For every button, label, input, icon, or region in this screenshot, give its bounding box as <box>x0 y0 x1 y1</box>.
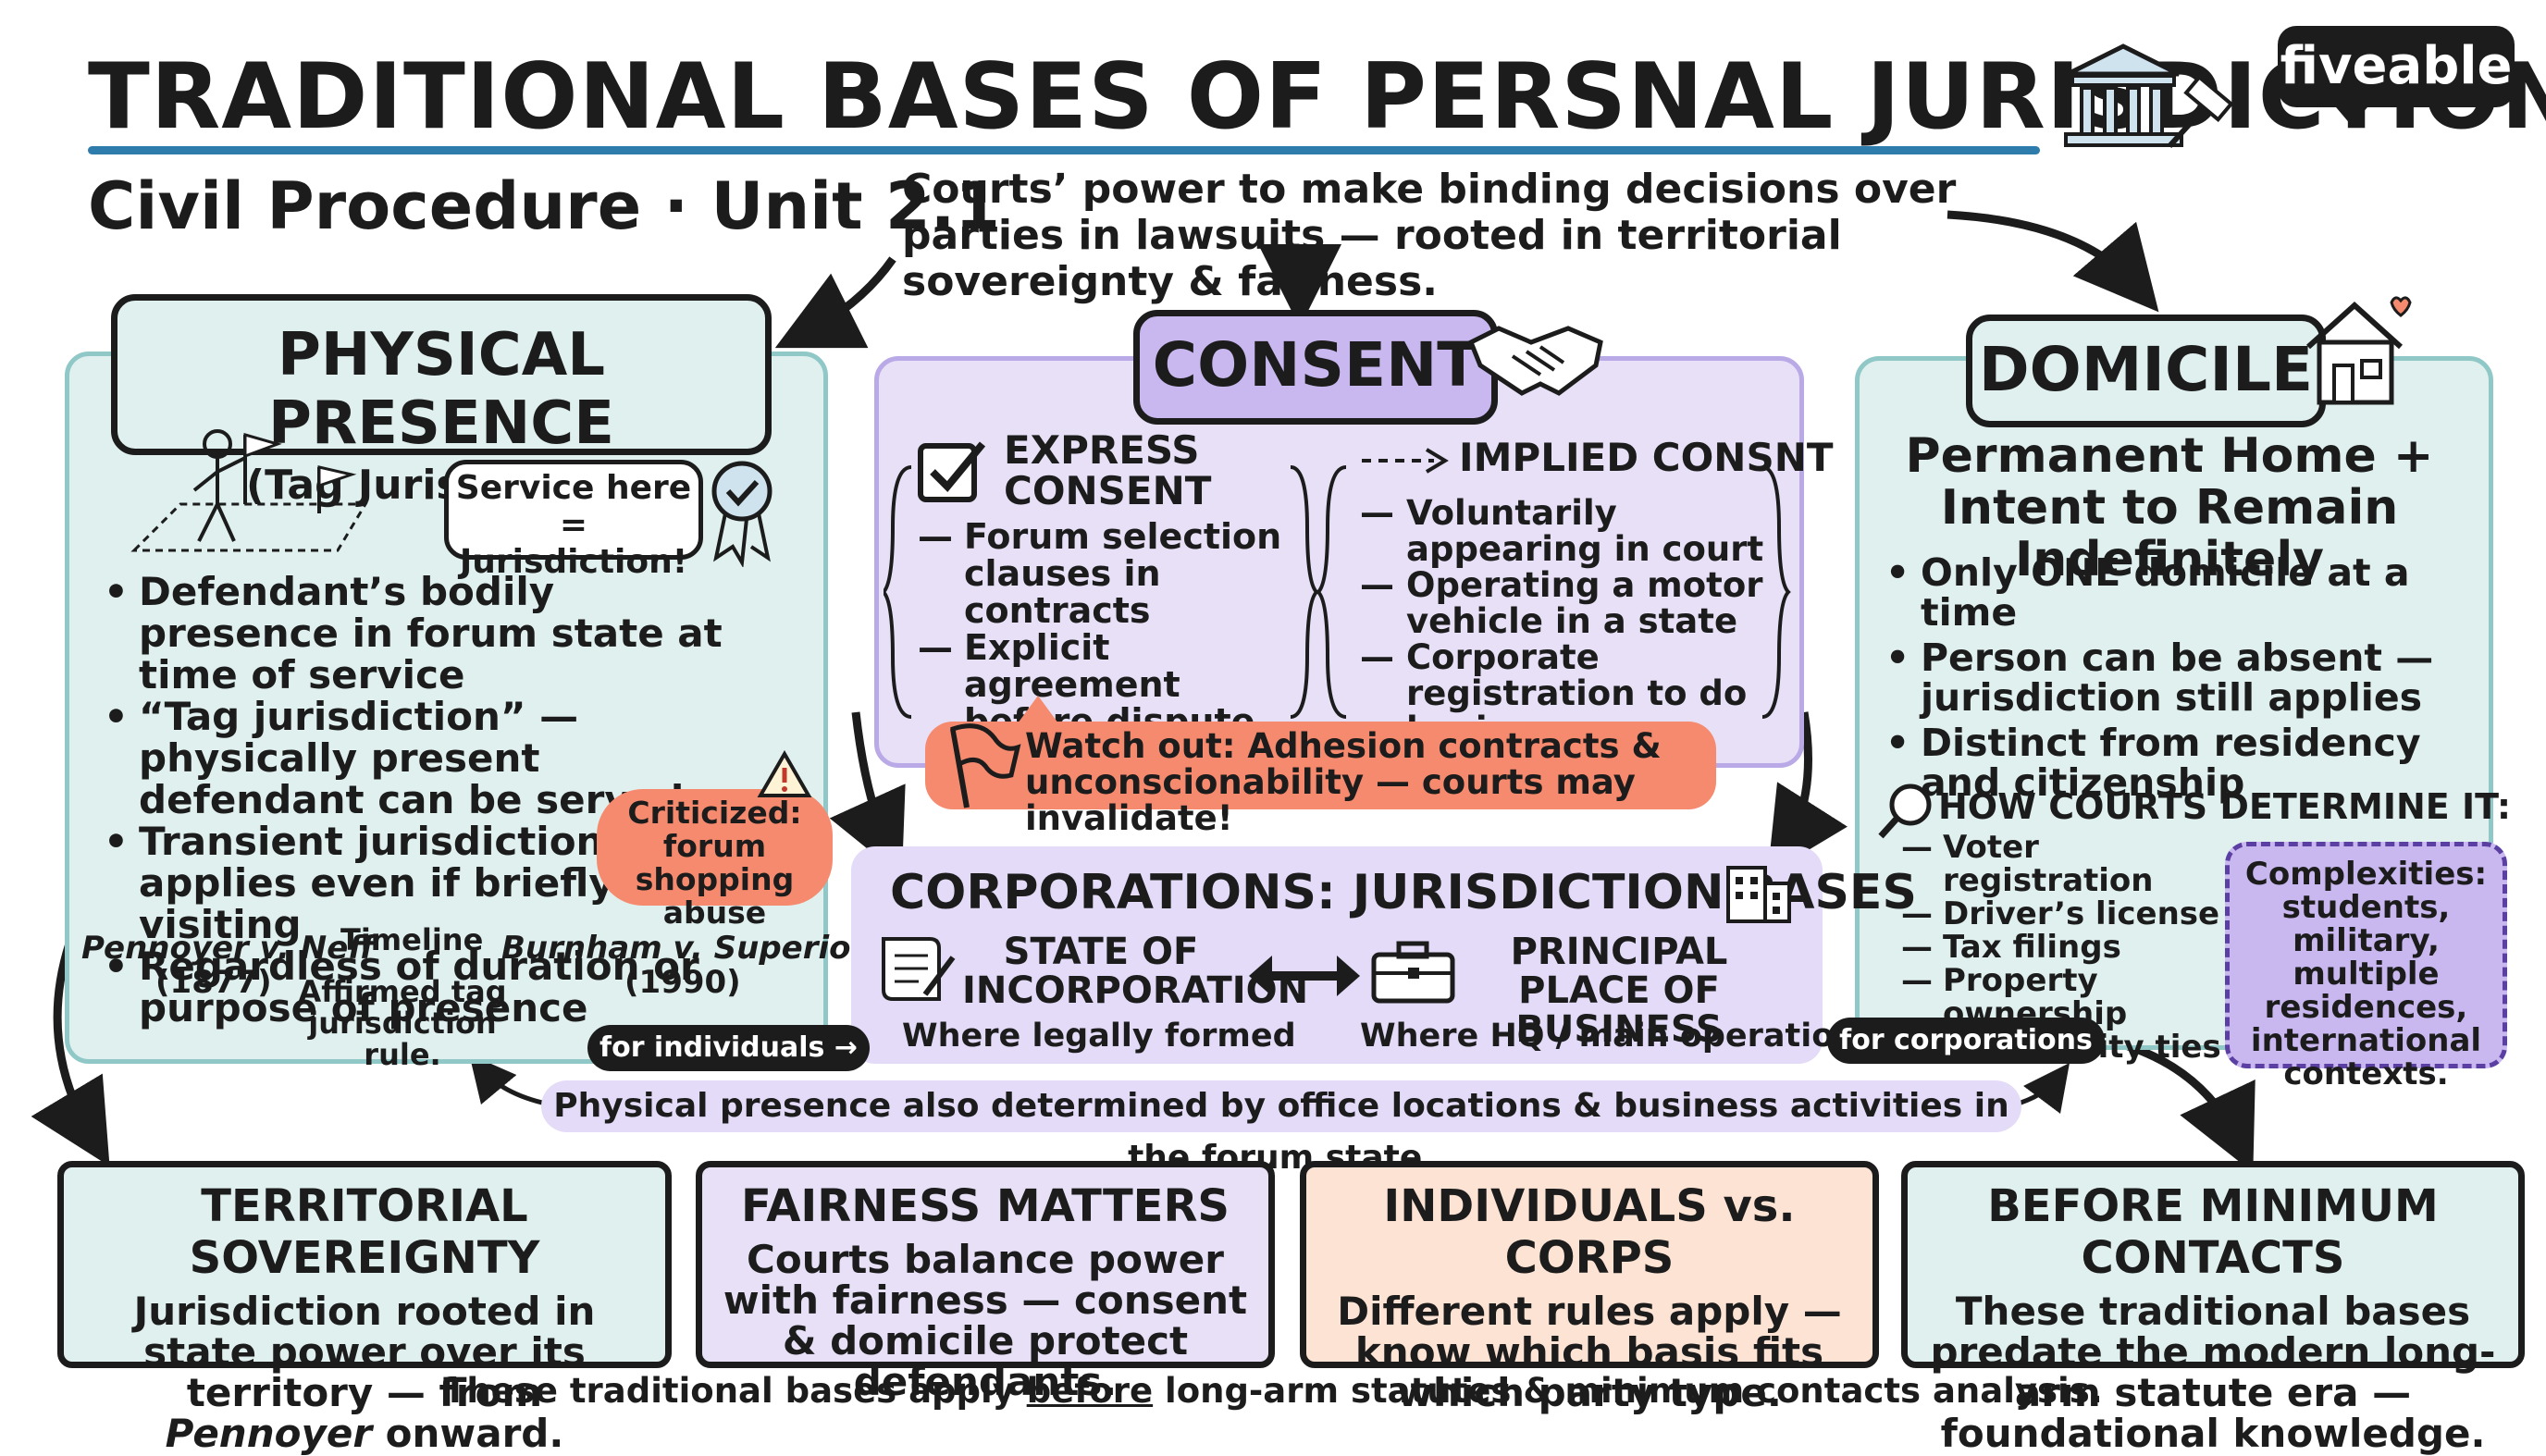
domicile-bullet: Only ONE domicile at a time <box>1885 553 2459 633</box>
implied-consent-list: Voluntarily appearing in court Operating… <box>1360 495 1776 747</box>
warning-banner <box>925 722 1716 809</box>
implied-item: Voluntarily appearing in court <box>1360 495 1776 567</box>
handshake-icon <box>1467 326 1603 396</box>
arrow-consent-to-corps <box>1767 711 1848 875</box>
footer-post: long-arm statutes & minimum contacts ana… <box>1153 1371 2103 1411</box>
express-consent-title: EXPRESS CONSENT <box>1004 427 1212 513</box>
corporations-panel <box>851 846 1823 1064</box>
checkbox-icon <box>918 441 986 502</box>
domicile-title: DOMICILE <box>1978 334 2314 405</box>
physical-bullet: Regardless of duration or purpose of pre… <box>104 945 733 1029</box>
building-icon <box>1726 866 1791 923</box>
case-burnham-year: (1990) <box>624 964 741 1001</box>
logo-tail <box>2331 102 2372 126</box>
implied-consent-title: IMPLIED CONSNT <box>1459 435 1834 480</box>
arrow-intro-to-domicile <box>1947 210 2159 313</box>
domicile-bullet: Distinct from residency and citizenship <box>1885 723 2459 803</box>
physical-bullet: “Tag jurisdiction” — physically present … <box>104 696 733 821</box>
case-pennoyer-year: (1877) <box>155 964 272 1001</box>
territorial-title: TERRITORIAL SOVEREIGNTY <box>189 1180 540 1284</box>
complexities-note: Complexities: students, military, multip… <box>2225 842 2507 1091</box>
double-arrow-icon <box>1249 956 1360 996</box>
footer-pre: These traditional bases apply <box>443 1371 1027 1411</box>
how-item: Voter registration <box>1901 831 2234 897</box>
arrow-intro-to-physical <box>774 256 896 349</box>
express-item: Forum selection clauses in contracts <box>918 518 1306 629</box>
individuals-text: Different rules apply — know which basis… <box>1337 1289 1842 1415</box>
arrow-physical-to-corps <box>829 711 906 877</box>
warning-text: Watch out: Adhesion contracts & unconsci… <box>1025 726 1662 838</box>
service-badge: Service here = Jurisdiction! <box>444 460 703 581</box>
state-of-incorporation-title: STATE OF INCORPORATION <box>962 931 1309 1012</box>
consent-title: CONSENT <box>1152 329 1479 401</box>
award-seal-icon <box>711 461 772 567</box>
individuals-vs-corps-box: INDIVIDUALS vs. CORPS Different rules ap… <box>1300 1161 1879 1413</box>
briefcase-icon <box>1371 941 1455 1004</box>
warning-icon <box>757 750 812 797</box>
territorial-text-em: Pennoyer <box>165 1411 373 1456</box>
how-courts-list: Voter registration Driver’s license Tax … <box>1901 831 2234 1064</box>
title-underline <box>88 146 2040 154</box>
footer-underlined: before <box>1026 1371 1154 1411</box>
physical-presence-title: PHYSICAL PRESENCE <box>268 321 614 458</box>
fairness-matters-box: FAIRNESS MATTERS Courts balance power wi… <box>696 1161 1275 1402</box>
timeline-note: Affirmed tag jurisdiction rule. <box>298 974 507 1072</box>
domicile-bullets: Only ONE domicile at a time Person can b… <box>1885 553 2459 803</box>
for-individuals-label: for individuals → <box>587 1025 870 1071</box>
case-pennoyer: Pennoyer v. Neff <box>81 930 375 967</box>
territorial-text-b: onward. <box>372 1411 564 1456</box>
footer-note: These traditional bases apply before lon… <box>0 1371 2546 1411</box>
physical-bullet: Transient jurisdiction: applies even if … <box>104 821 733 945</box>
arrow-physical-to-territorial <box>31 942 110 1166</box>
stick-figure-flag-icon <box>130 429 368 552</box>
magnifier-icon <box>1878 784 1932 839</box>
territorial-text: Jurisdiction rooted in state power over … <box>82 1291 647 1454</box>
consent-header: CONSENT <box>1133 310 1498 425</box>
warning-pointer <box>1018 696 1058 723</box>
intro-text: Courts’ power to make binding decisions … <box>902 166 1957 305</box>
territorial-sovereignty-box: TERRITORIAL SOVEREIGNTY Jurisdiction roo… <box>57 1161 672 1454</box>
minimum-title: BEFORE MINIMUM CONTACTS <box>1987 1180 2439 1284</box>
principal-place-title: PRINCIPAL PLACE OF BUSINESS <box>1510 931 1728 1051</box>
timeline-label: Timeline <box>340 922 484 957</box>
page-subtitle: Civil Procedure · Unit 2.1 <box>88 168 1001 244</box>
how-item: Driver’s license <box>1901 897 2234 931</box>
territorial-text-a: Jurisdiction rooted in state power over … <box>133 1289 596 1415</box>
dashed-arrow-icon <box>1362 448 1449 474</box>
before-minimum-contacts-box: BEFORE MINIMUM CONTACTS These traditiona… <box>1901 1161 2525 1454</box>
how-item: Tax filings <box>1901 931 2234 964</box>
fairness-text: Courts balance power with fairness — con… <box>723 1237 1248 1404</box>
criticized-note: Criticized: forum shopping abuse <box>597 789 833 930</box>
physical-presence-header: PHYSICAL PRESENCE (Tag Jurisdiction) <box>111 294 772 509</box>
fairness-title: FAIRNESS MATTERS <box>741 1180 1230 1232</box>
scroll-pen-icon <box>882 937 956 1001</box>
individuals-title: INDIVIDUALS vs. CORPS <box>1383 1180 1796 1284</box>
implied-item: Operating a motor vehicle in a state <box>1360 567 1776 639</box>
for-corporations-label: for corporations → <box>1827 1018 2105 1103</box>
how-courts-title: HOW COURTS DETERMINE IT: <box>1938 786 2512 827</box>
domicile-bullet: Person can be absent — jurisdiction stil… <box>1885 638 2459 718</box>
fiveable-logo: fiveable <box>2278 26 2515 107</box>
flag-icon <box>950 723 1021 808</box>
physical-bullet: Defendant’s bodily presence in forum sta… <box>104 571 733 696</box>
house-heart-icon <box>2305 296 2412 405</box>
state-of-incorporation-note: Where legally formed <box>902 1018 1296 1055</box>
physical-presence-bullets: Defendant’s bodily presence in forum sta… <box>104 571 733 1029</box>
consent-braces <box>884 465 1791 719</box>
corporations-footnote: Physical presence also determined by off… <box>541 1080 2021 1177</box>
domicile-header: DOMICILE <box>1966 315 2326 427</box>
courthouse-gavel-icon <box>2064 43 2234 149</box>
